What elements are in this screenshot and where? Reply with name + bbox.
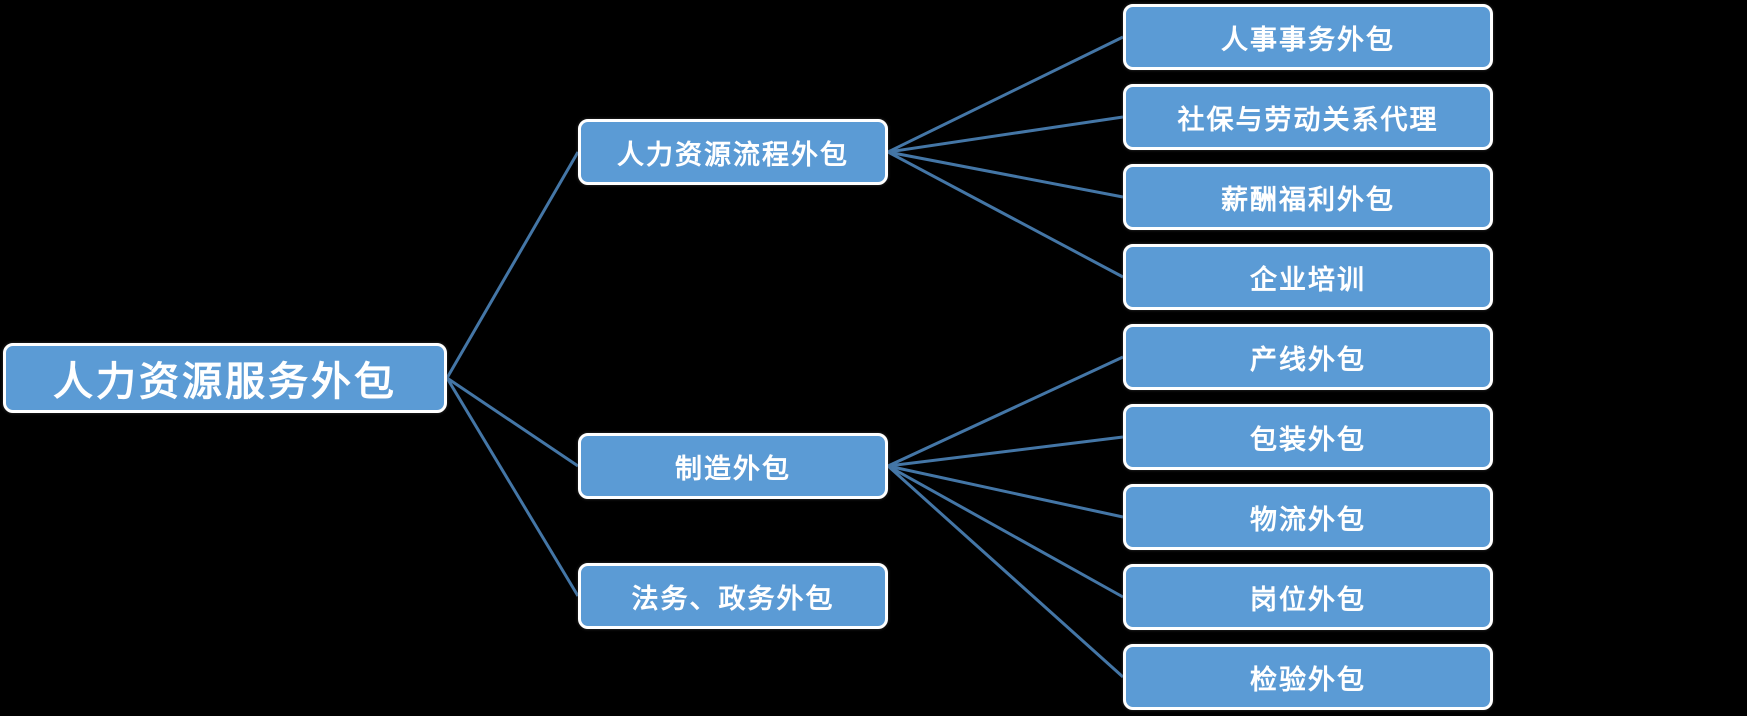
node-hr-process-outsourcing: 人力资源流程外包 — [578, 119, 888, 185]
node-packaging-outsourcing: 包装外包 — [1123, 404, 1493, 470]
connector-manufacturing-outsourcing-to-production-line-outsourcing — [887, 355, 1124, 468]
connector-root-to-manufacturing-outsourcing — [446, 376, 579, 468]
node-position-outsourcing: 岗位外包 — [1123, 564, 1493, 630]
connector-hr-process-outsourcing-to-personnel-affairs-outsourcing — [887, 35, 1124, 154]
connector-hr-process-outsourcing-to-social-insurance-labor-relations — [887, 115, 1124, 154]
node-label: 社保与劳动关系代理 — [1177, 104, 1439, 135]
node-corporate-training: 企业培训 — [1123, 244, 1493, 310]
node-label: 岗位外包 — [1250, 584, 1366, 615]
connector-hr-process-outsourcing-to-compensation-benefits-outsourcing — [887, 150, 1124, 199]
connector-manufacturing-outsourcing-to-packaging-outsourcing — [887, 435, 1124, 468]
node-production-line-outsourcing: 产线外包 — [1123, 324, 1493, 390]
node-label: 产线外包 — [1250, 344, 1366, 375]
node-label: 薪酬福利外包 — [1221, 184, 1395, 215]
connector-hr-process-outsourcing-to-corporate-training — [887, 150, 1124, 279]
node-legal-government-outsourcing: 法务、政务外包 — [578, 563, 888, 629]
node-inspection-outsourcing: 检验外包 — [1123, 644, 1493, 710]
node-label: 人力资源流程外包 — [617, 139, 849, 170]
node-label: 检验外包 — [1250, 664, 1366, 695]
connector-root-to-legal-government-outsourcing — [445, 377, 580, 597]
connector-manufacturing-outsourcing-to-logistics-outsourcing — [887, 464, 1124, 519]
connector-root-to-hr-process-outsourcing — [445, 151, 580, 379]
node-label: 人力资源服务外包 — [53, 360, 397, 404]
node-label: 包装外包 — [1250, 424, 1366, 455]
node-label: 人事事务外包 — [1221, 24, 1395, 55]
node-manufacturing-outsourcing: 制造外包 — [578, 433, 888, 499]
node-label: 法务、政务外包 — [631, 583, 835, 614]
node-compensation-benefits-outsourcing: 薪酬福利外包 — [1123, 164, 1493, 230]
node-hr-service-outsourcing-root: 人力资源服务外包 — [3, 343, 447, 413]
node-label: 企业培训 — [1250, 264, 1366, 295]
node-label: 物流外包 — [1250, 504, 1366, 535]
node-logistics-outsourcing: 物流外包 — [1123, 484, 1493, 550]
connector-manufacturing-outsourcing-to-inspection-outsourcing — [886, 464, 1125, 679]
node-label: 制造外包 — [675, 453, 791, 484]
node-personnel-affairs-outsourcing: 人事事务外包 — [1123, 4, 1493, 70]
node-social-insurance-labor-relations: 社保与劳动关系代理 — [1123, 84, 1493, 150]
connector-manufacturing-outsourcing-to-position-outsourcing — [887, 464, 1124, 599]
